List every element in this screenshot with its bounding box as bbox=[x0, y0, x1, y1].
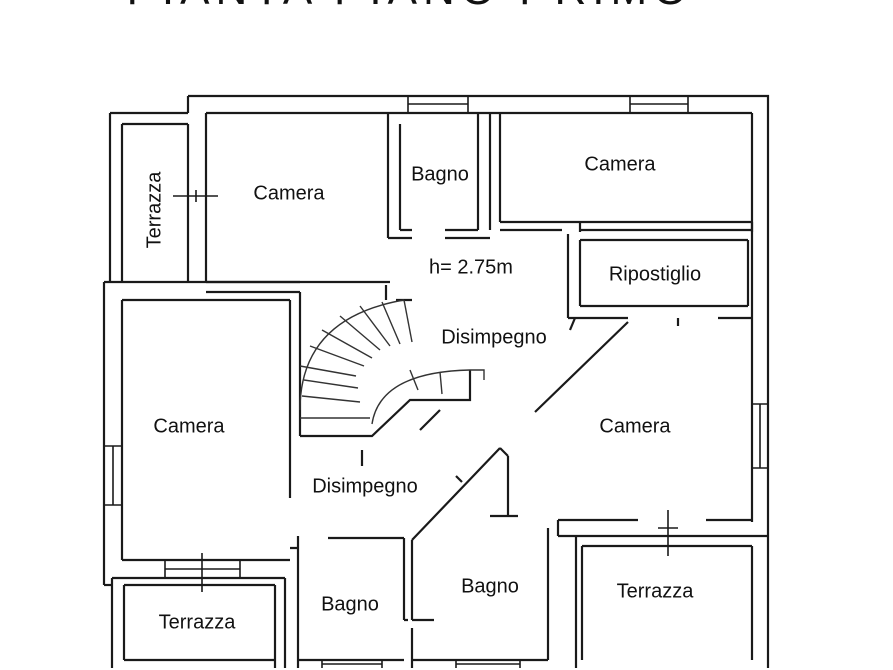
label-terrazza-left: Terrazza bbox=[143, 171, 165, 249]
label-camera-right: Camera bbox=[599, 415, 671, 437]
label-disimpegno-upper: Disimpegno bbox=[441, 326, 547, 348]
room-labels: Terrazza Camera Bagno Camera h= 2.75m Ri… bbox=[143, 153, 701, 633]
label-ripostiglio: Ripostiglio bbox=[609, 263, 701, 285]
label-camera-top-right: Camera bbox=[584, 153, 656, 175]
label-bagno-bottom-left: Bagno bbox=[321, 593, 379, 615]
label-terrazza-bottom-left: Terrazza bbox=[159, 611, 237, 633]
spiral-staircase bbox=[299, 299, 485, 425]
interior-walls bbox=[206, 113, 770, 668]
label-disimpegno-lower: Disimpegno bbox=[312, 475, 418, 497]
label-camera-left: Camera bbox=[153, 415, 225, 437]
label-height-note: h= 2.75m bbox=[429, 256, 513, 278]
label-bagno-bottom-mid: Bagno bbox=[461, 575, 519, 597]
label-camera-top-left: Camera bbox=[253, 182, 325, 204]
label-terrazza-bottom-right: Terrazza bbox=[617, 580, 695, 602]
label-bagno-top: Bagno bbox=[411, 163, 469, 185]
outer-walls bbox=[102, 94, 770, 668]
plan-title: PIANTA PIANO PRIMO bbox=[127, 0, 694, 14]
